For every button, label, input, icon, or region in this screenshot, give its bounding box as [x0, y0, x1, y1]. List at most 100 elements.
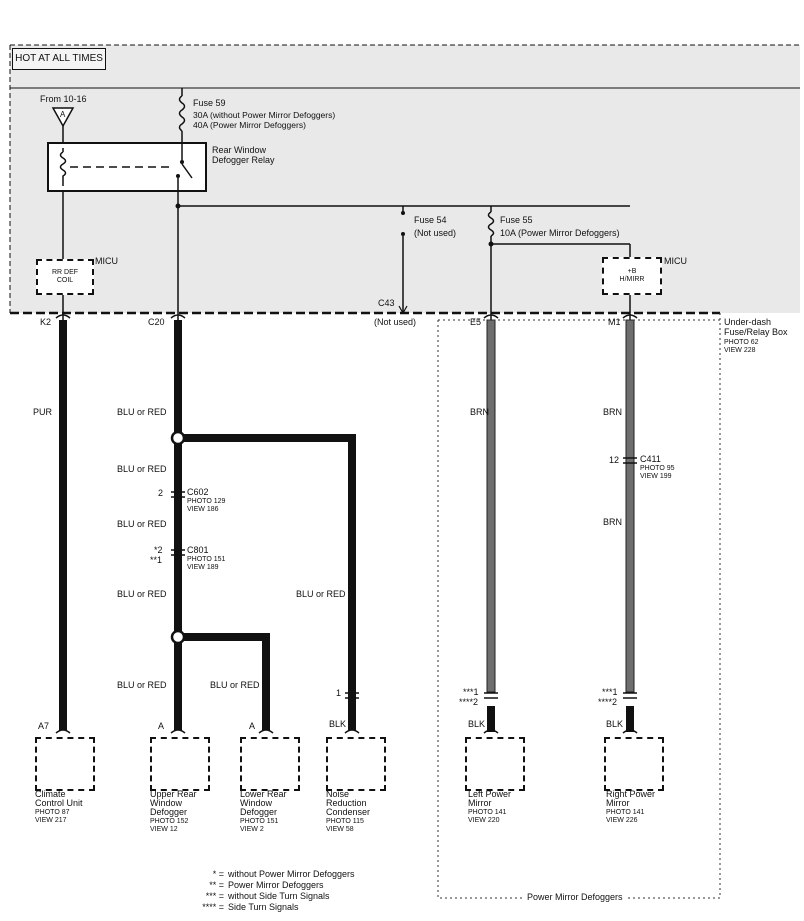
noise-pin: 1 [336, 688, 342, 698]
fuse55-label: Fuse 55 [500, 215, 533, 225]
component-view: VIEW 220 [468, 817, 500, 824]
component-label: Mirror [468, 798, 492, 808]
component-label: Upper Rear [150, 789, 197, 799]
wire-label-blu-red: BLU or RED [117, 680, 167, 690]
relay-label-1: Rear Window [212, 145, 267, 155]
wire-label-blu-red: BLU or RED [117, 407, 167, 417]
hmirr-box: +B H/MIRR [602, 257, 662, 295]
fuse59-label: Fuse 59 [193, 98, 226, 108]
legend-text: without Power Mirror Defoggers [228, 869, 355, 879]
legend-mark: ** = [209, 880, 224, 890]
fusebox-label-1: Under-dash [724, 317, 772, 327]
legend-mark: *** = [205, 891, 224, 901]
legend: * = without Power Mirror Defoggers ** = … [180, 869, 380, 918]
wire-brn-left [486, 319, 496, 693]
terminal-c20: C20 [148, 317, 165, 327]
wire-blu-red-lower [178, 633, 270, 730]
wire-label-blu-red: BLU or RED [210, 680, 260, 690]
fuse55-rating: 10A (Power Mirror Defoggers) [500, 228, 620, 238]
climate-pin: A7 [38, 721, 50, 731]
upper-rear-window-defogger [150, 737, 210, 791]
terminal-e5: E5 [470, 317, 482, 327]
fuse54-note: (Not used) [414, 228, 457, 238]
wire-label-brn: BRN [603, 407, 623, 417]
component-view: VIEW 226 [606, 817, 638, 824]
rr-def-coil-box: RR DEF COIL [36, 259, 94, 295]
component-label: Mirror [606, 798, 630, 808]
component-label: Window [150, 798, 183, 808]
wire-blk-left [487, 706, 495, 732]
c801-view: VIEW 189 [187, 564, 219, 571]
component-photo: PHOTO 152 [150, 818, 189, 825]
c602-label: C602 [187, 487, 209, 497]
wire-label-brn: BRN [603, 517, 623, 527]
right-mirror-pin-2: ****2 [598, 697, 618, 707]
noise-reduction-condenser [326, 737, 386, 791]
component-label: Reduction [326, 798, 367, 808]
left-mirror-pin-2: ****2 [459, 697, 479, 707]
lower-rear-window-defogger [240, 737, 300, 791]
wire-blk-right [626, 706, 634, 732]
relay-label-2: Defogger Relay [212, 155, 275, 165]
component-label: Window [240, 798, 273, 808]
c602-symbol [171, 491, 185, 498]
c411-view: VIEW 199 [640, 473, 672, 480]
from-label: From 10-16 [40, 94, 87, 104]
coil-label-1: RR DEF [51, 269, 79, 276]
wire-label-blk: BLK [468, 719, 486, 729]
right-mirror-pin-1: ***1 [602, 687, 618, 697]
wire-pur [59, 320, 67, 730]
left-mirror-pin-1: ***1 [463, 687, 479, 697]
component-photo: PHOTO 87 [35, 809, 70, 816]
fuse-59-symbol [178, 95, 186, 132]
wire-label-blu-red: BLU or RED [296, 589, 346, 599]
wire-label-blu-red: BLU or RED [117, 589, 167, 599]
wire-label-pur: PUR [33, 407, 53, 417]
c602-pin: 2 [158, 488, 164, 498]
component-photo: PHOTO 115 [326, 818, 364, 825]
splice-1 [170, 430, 186, 446]
component-label: Left Power [468, 789, 512, 799]
left-power-mirror [465, 737, 525, 791]
component-label: Condenser [326, 807, 371, 817]
hmirr-label-1: +B [627, 268, 637, 275]
wire-blu-red-main [174, 320, 182, 730]
right-power-mirror [604, 737, 664, 791]
upper-defogger-pin: A [158, 721, 165, 731]
fuse54-label: Fuse 54 [414, 215, 447, 225]
wire-label-blk: BLK [606, 719, 624, 729]
component-photo: PHOTO 141 [606, 809, 645, 816]
c801-label: C801 [187, 545, 209, 555]
c801-symbol [171, 549, 185, 556]
c602-view: VIEW 186 [187, 506, 219, 513]
component-view: VIEW 12 [150, 826, 178, 833]
component-label: Noise [326, 789, 350, 799]
terminal-m1: M1 [608, 317, 621, 327]
hot-at-all-times-label: HOT AT ALL TIMES [12, 48, 106, 70]
relay-coil [59, 148, 67, 186]
power-mirror-group-label: Power Mirror Defoggers [524, 892, 626, 903]
legend-text: without Side Turn Signals [228, 891, 330, 901]
c411-pin: 12 [609, 455, 620, 465]
c801-pin-1: *2 [154, 545, 163, 555]
component-view: VIEW 2 [240, 826, 264, 833]
c801-pin-2: **1 [150, 555, 163, 565]
component-label: Defogger [150, 807, 188, 817]
legend-mark: **** = [202, 902, 224, 912]
component-view: VIEW 217 [35, 817, 67, 824]
fuse59-rating-1: 30A (without Power Mirror Defoggers) [193, 110, 336, 120]
connector-a-label: A [60, 110, 66, 119]
wire-brn-right [625, 319, 635, 693]
wire-label-blk: BLK [329, 719, 347, 729]
hmirr-label-2: H/MIRR [619, 276, 645, 283]
c411-symbol [623, 457, 637, 464]
c43-note: (Not used) [374, 317, 417, 327]
component-photo: PHOTO 151 [240, 818, 279, 825]
component-label: Lower Rear [240, 789, 287, 799]
coil-label-2: COIL [56, 277, 74, 284]
micu-left-label: MICU [95, 256, 118, 266]
fusebox-label-2: Fuse/Relay Box [724, 327, 788, 337]
component-photo: PHOTO 141 [468, 809, 507, 816]
climate-control-unit [35, 737, 95, 791]
